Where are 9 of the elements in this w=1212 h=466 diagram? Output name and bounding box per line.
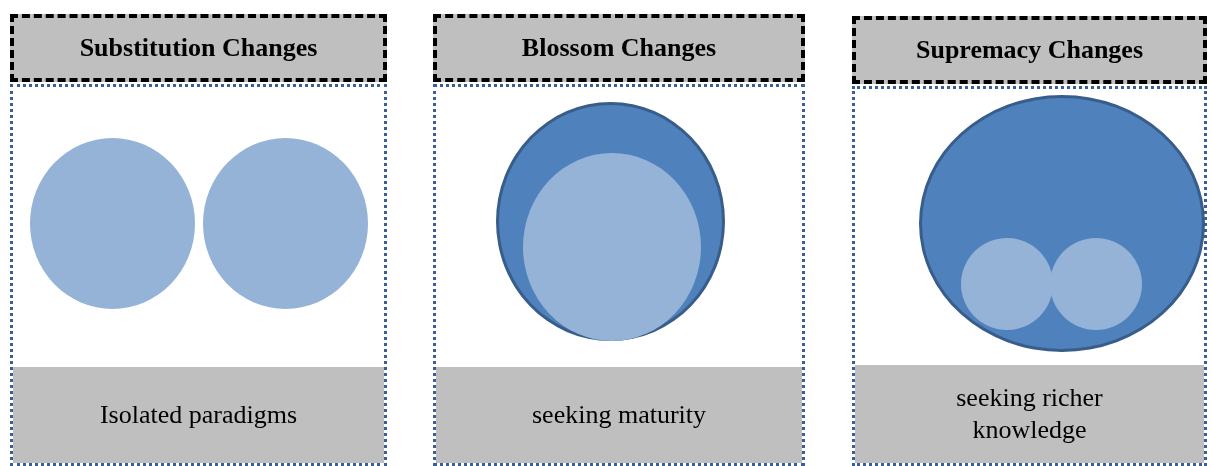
caption-box: Isolated paradigms [13,367,384,463]
panel-frame [852,86,1207,466]
caption-box: seeking richer knowledge [855,365,1204,463]
panel-frame [10,84,387,466]
heading-box: Substitution Changes [10,14,387,82]
heading-box: Supremacy Changes [852,16,1207,84]
caption-box: seeking maturity [436,367,802,463]
heading-box: Blossom Changes [433,14,805,82]
panel-frame [433,84,805,466]
